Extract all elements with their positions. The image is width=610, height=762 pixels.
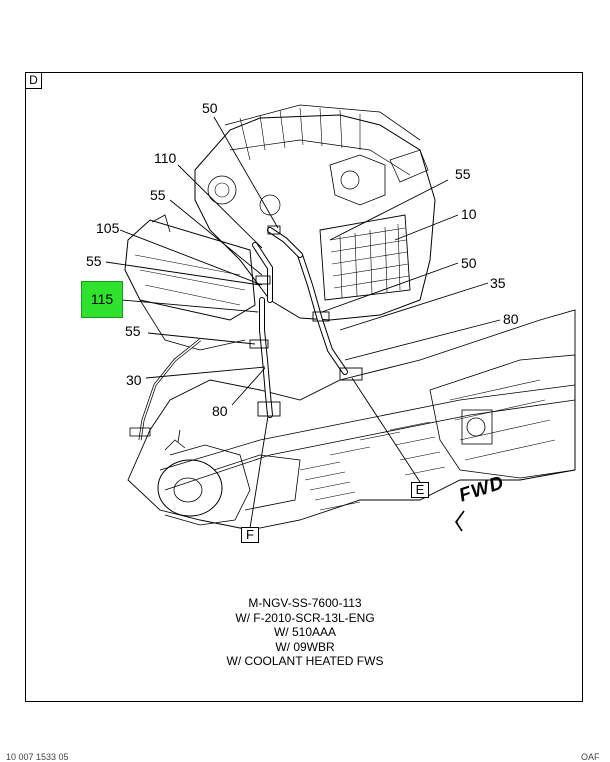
callout-55-lower-left: 55 bbox=[125, 323, 141, 339]
engine-block bbox=[429, 354, 576, 479]
frame-rail bbox=[159, 384, 576, 491]
note-line: W/ 09WBR bbox=[275, 639, 335, 654]
callout-110: 110 bbox=[154, 150, 177, 166]
footer-part-number: 10 007 1533 05 bbox=[6, 752, 69, 762]
callout-80-right: 80 bbox=[503, 311, 519, 327]
intake-box bbox=[124, 219, 256, 321]
note-line: M-NGV-SS-7600-113 bbox=[248, 596, 362, 610]
firewall-outline bbox=[127, 309, 576, 531]
callout-50-top: 50 bbox=[202, 100, 218, 116]
callout-35: 35 bbox=[490, 275, 506, 291]
callout-80-bottom: 80 bbox=[212, 403, 228, 419]
footer-code: OAF bbox=[581, 752, 600, 762]
callout-55-left: 55 bbox=[86, 253, 102, 269]
note-line: W/ F-2010-SCR-13L-ENG bbox=[235, 610, 375, 625]
callout-10: 10 bbox=[461, 206, 477, 222]
callout-115-highlight[interactable]: 115 bbox=[81, 281, 123, 318]
forward-arrow-icon bbox=[455, 510, 465, 532]
callout-105: 105 bbox=[96, 220, 120, 236]
diagram-frame bbox=[25, 72, 583, 702]
note-line: W/ 510AAA bbox=[273, 625, 337, 639]
box-label-e: E bbox=[411, 482, 429, 498]
heater-core bbox=[319, 214, 411, 301]
callout-50-right: 50 bbox=[461, 255, 477, 271]
view-letter-box: D bbox=[25, 72, 42, 89]
box-label-f: F bbox=[241, 527, 259, 543]
callout-55-top-right: 55 bbox=[455, 166, 471, 182]
note-line: W/ COOLANT HEATED FWS bbox=[226, 654, 384, 668]
callout-30: 30 bbox=[126, 372, 142, 388]
hvac-housing bbox=[194, 114, 436, 321]
blower-motor bbox=[157, 459, 223, 517]
applicability-notes: M-NGV-SS-7600-113 W/ F-2010-SCR-13L-ENG … bbox=[200, 596, 410, 669]
callout-55-upper-left: 55 bbox=[150, 187, 166, 203]
